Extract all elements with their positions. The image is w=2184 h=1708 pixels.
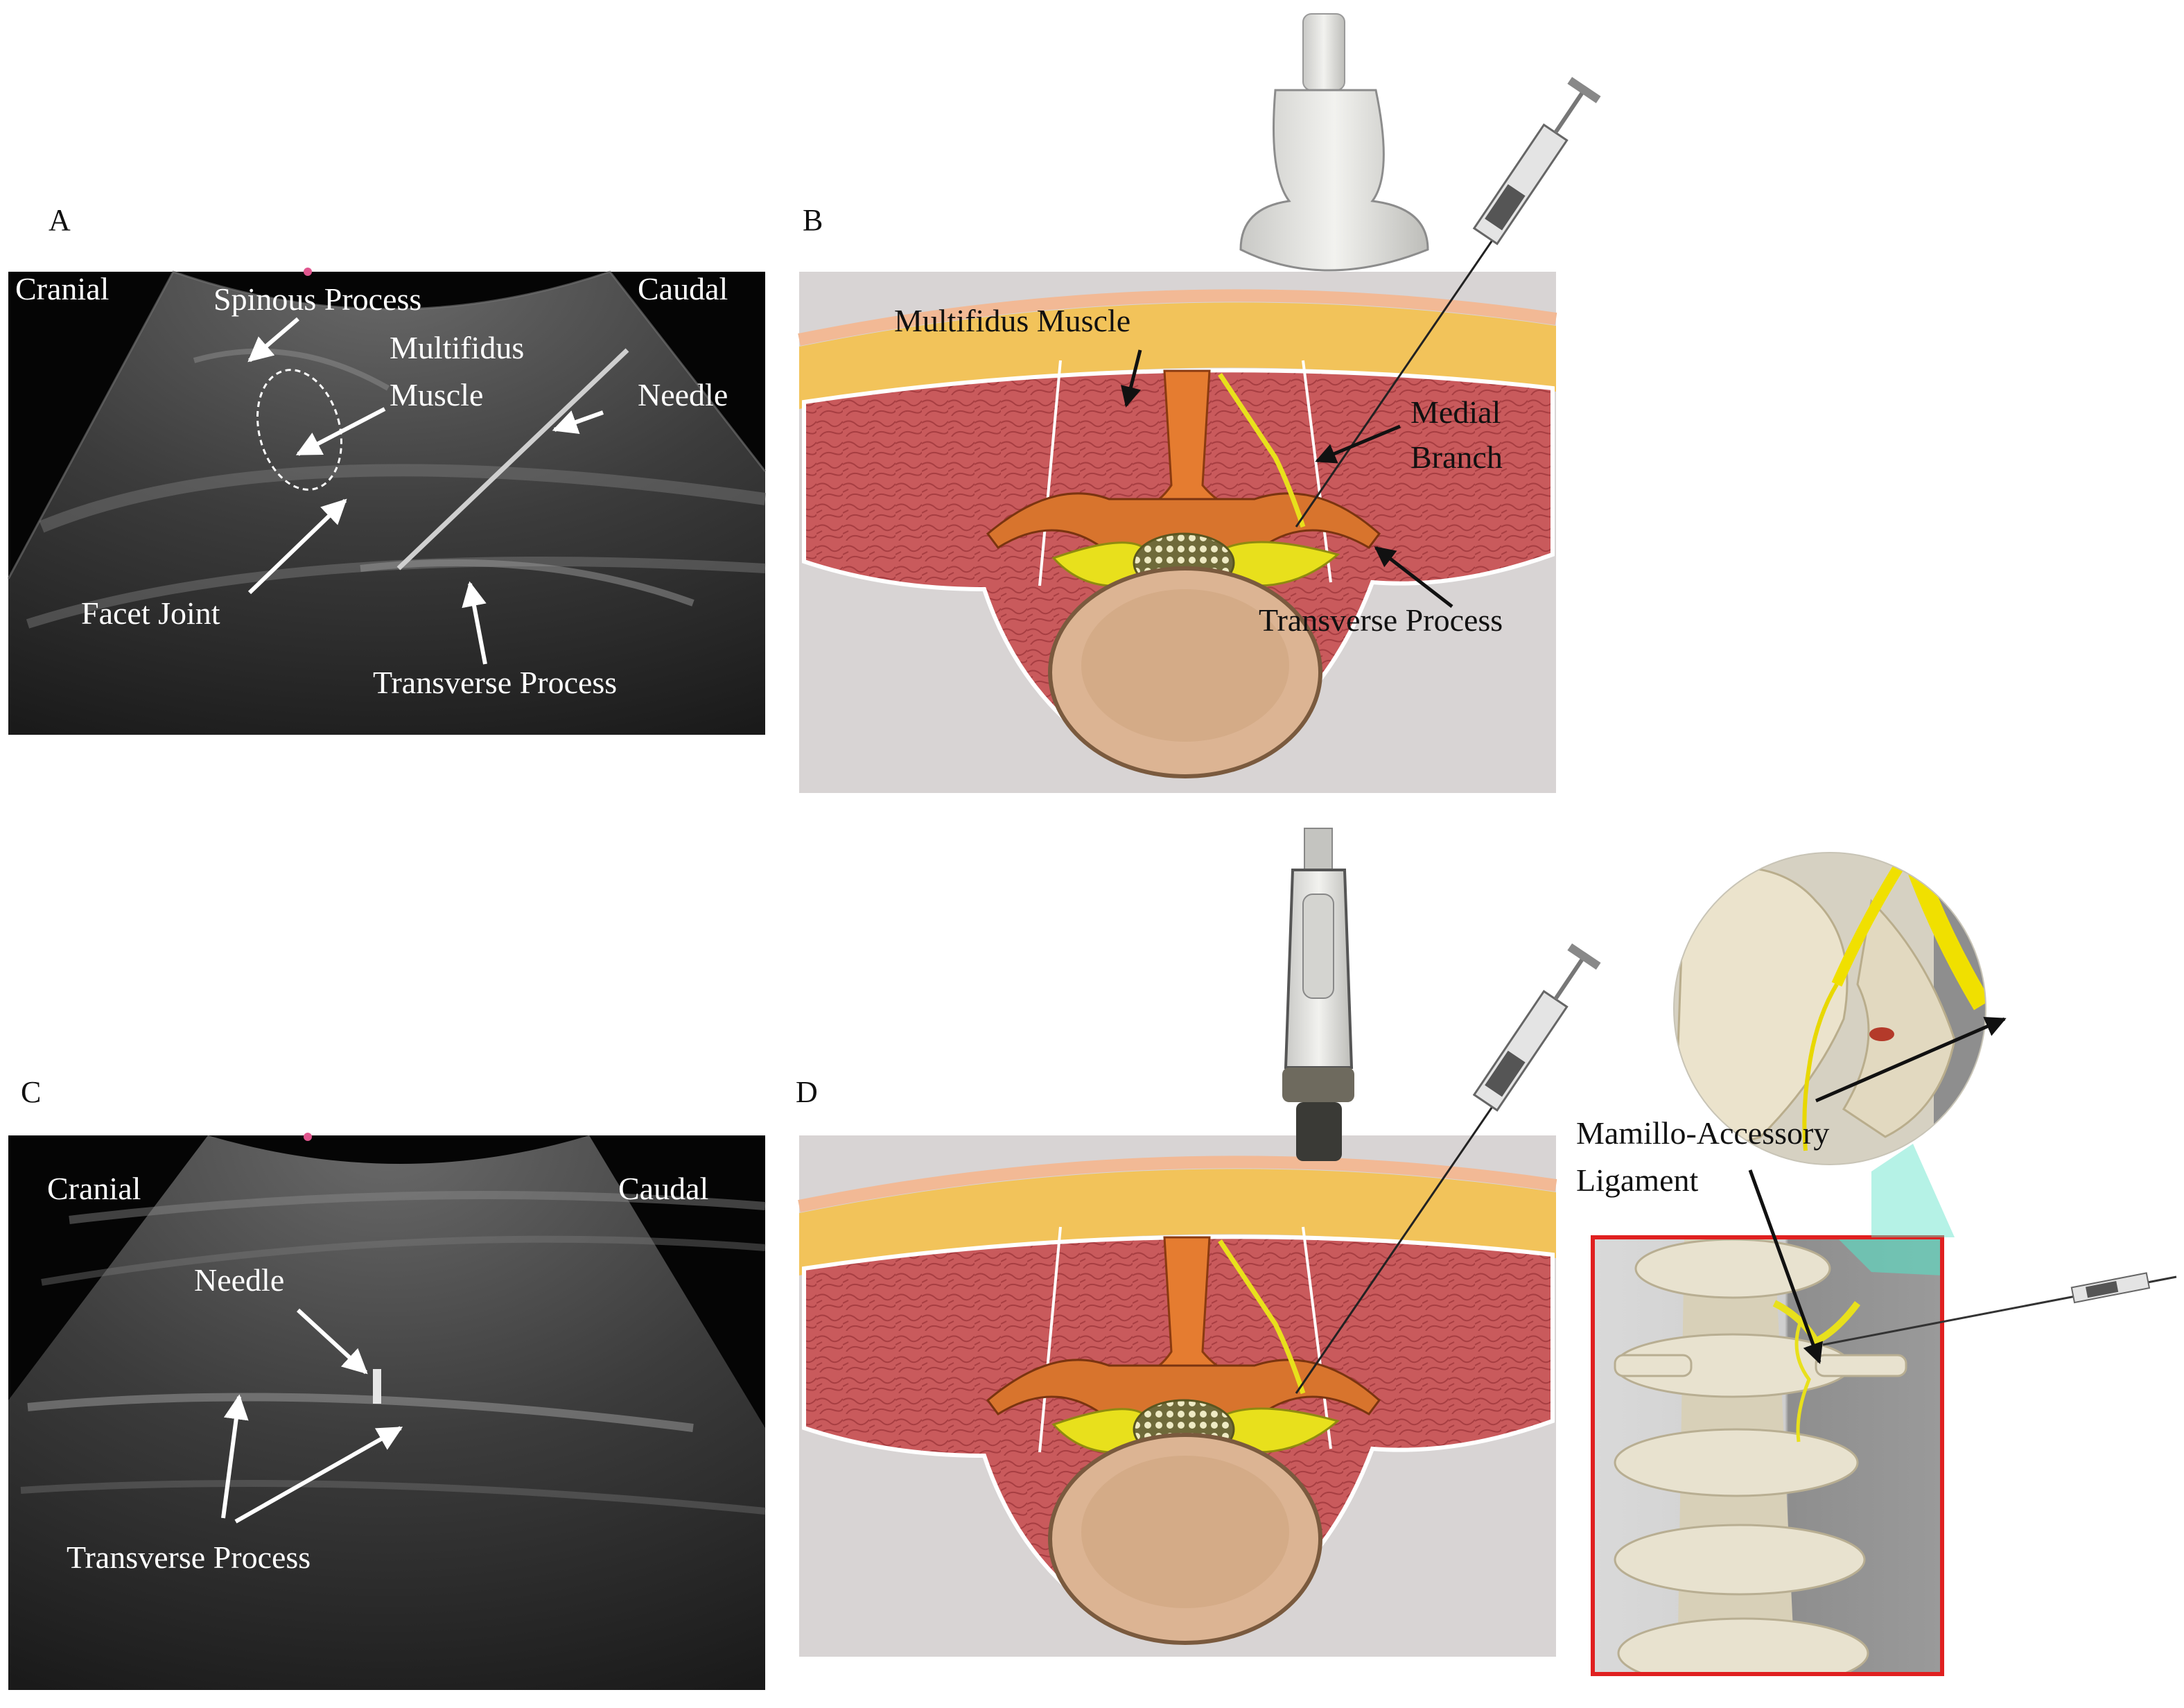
label-a-transverse: Transverse Process xyxy=(373,665,617,700)
spine-inset xyxy=(1591,1235,2177,1676)
zoom-beam xyxy=(1871,1144,1955,1237)
panel-a-ultrasound: Cranial Caudal Spinous Process Multifidu… xyxy=(7,268,767,735)
needle-d xyxy=(1295,1074,1516,1394)
linear-probe-d xyxy=(1282,828,1354,1161)
ultrasound-a-fan xyxy=(8,272,765,735)
arrow-mamillo-spine xyxy=(1748,1169,1823,1364)
multifidus-ellipse xyxy=(256,369,342,491)
fat-layer-b xyxy=(799,302,1556,409)
label-c-cranial: Cranial xyxy=(47,1171,141,1206)
panel-letter-b: B xyxy=(803,203,823,237)
ultrasound-c-needle-tip xyxy=(373,1369,381,1404)
arrow-spinous xyxy=(247,317,299,363)
syringe-inset xyxy=(2070,1272,2151,1304)
ultrasound-c-fan xyxy=(8,1135,765,1690)
label-a-cranial: Cranial xyxy=(15,271,109,306)
arrow-needle-c xyxy=(296,1308,368,1375)
label-b-medial-1: Medial xyxy=(1410,394,1501,430)
label-b-multifidus: Multifidus Muscle xyxy=(894,303,1130,338)
label-d-mamillo-1: Mamillo-Accessory xyxy=(1576,1115,1829,1151)
label-c-needle: Needle xyxy=(194,1262,284,1298)
arrow-transverse-b xyxy=(1374,546,1453,608)
panel-letter-d: D xyxy=(796,1075,818,1109)
arrow-transverse-c-2 xyxy=(234,1426,403,1524)
arrow-transverse-a xyxy=(462,581,487,665)
spine-inset-frame xyxy=(1591,1235,1944,1676)
panel-b-anatomy: Multifidus Muscle Medial Branch Transver… xyxy=(798,13,1601,793)
panel-letter-a: A xyxy=(49,203,71,237)
label-c-caudal: Caudal xyxy=(618,1171,708,1206)
fat-layer-d xyxy=(799,1169,1556,1275)
medial-branch-nerve-b xyxy=(1218,373,1306,528)
arrow-mamillo-circle xyxy=(1815,1016,2007,1103)
label-a-multifidus-1: Multifidus xyxy=(390,330,524,365)
medial-branch-nerve-d xyxy=(1218,1239,1306,1395)
label-c-transverse: Transverse Process xyxy=(67,1540,311,1575)
panel-d-anatomy: Mamillo-Accessory Ligament xyxy=(798,828,2177,1676)
curvilinear-probe-b xyxy=(1239,13,1429,272)
label-d-mamillo-2: Ligament xyxy=(1576,1162,1698,1198)
arrow-transverse-c-1 xyxy=(221,1394,249,1519)
syringe-b xyxy=(1472,76,1601,245)
arrow-medial-branch xyxy=(1315,424,1401,464)
lamina-d xyxy=(986,1359,1381,1416)
arrow-multifidus-b xyxy=(1120,349,1142,408)
label-a-multifidus-2: Muscle xyxy=(390,377,483,412)
panel-c-ultrasound: Cranial Caudal Needle Transverse Process xyxy=(8,1133,766,1690)
lamina-b xyxy=(986,492,1381,550)
arrow-needle-a xyxy=(552,410,604,435)
label-b-transverse: Transverse Process xyxy=(1259,602,1503,638)
label-a-facet: Facet Joint xyxy=(81,595,220,631)
label-a-needle: Needle xyxy=(638,377,728,412)
syringe-d xyxy=(1472,943,1601,1112)
ultrasound-a-needle xyxy=(396,348,629,570)
needle-b xyxy=(1295,207,1516,528)
arrow-multifidus xyxy=(295,407,386,456)
label-a-caudal: Caudal xyxy=(638,271,728,306)
panel-letter-c: C xyxy=(21,1075,42,1109)
label-b-medial-2: Branch xyxy=(1410,439,1503,475)
arrow-facet xyxy=(247,498,347,595)
label-a-spinous: Spinous Process xyxy=(213,281,421,317)
